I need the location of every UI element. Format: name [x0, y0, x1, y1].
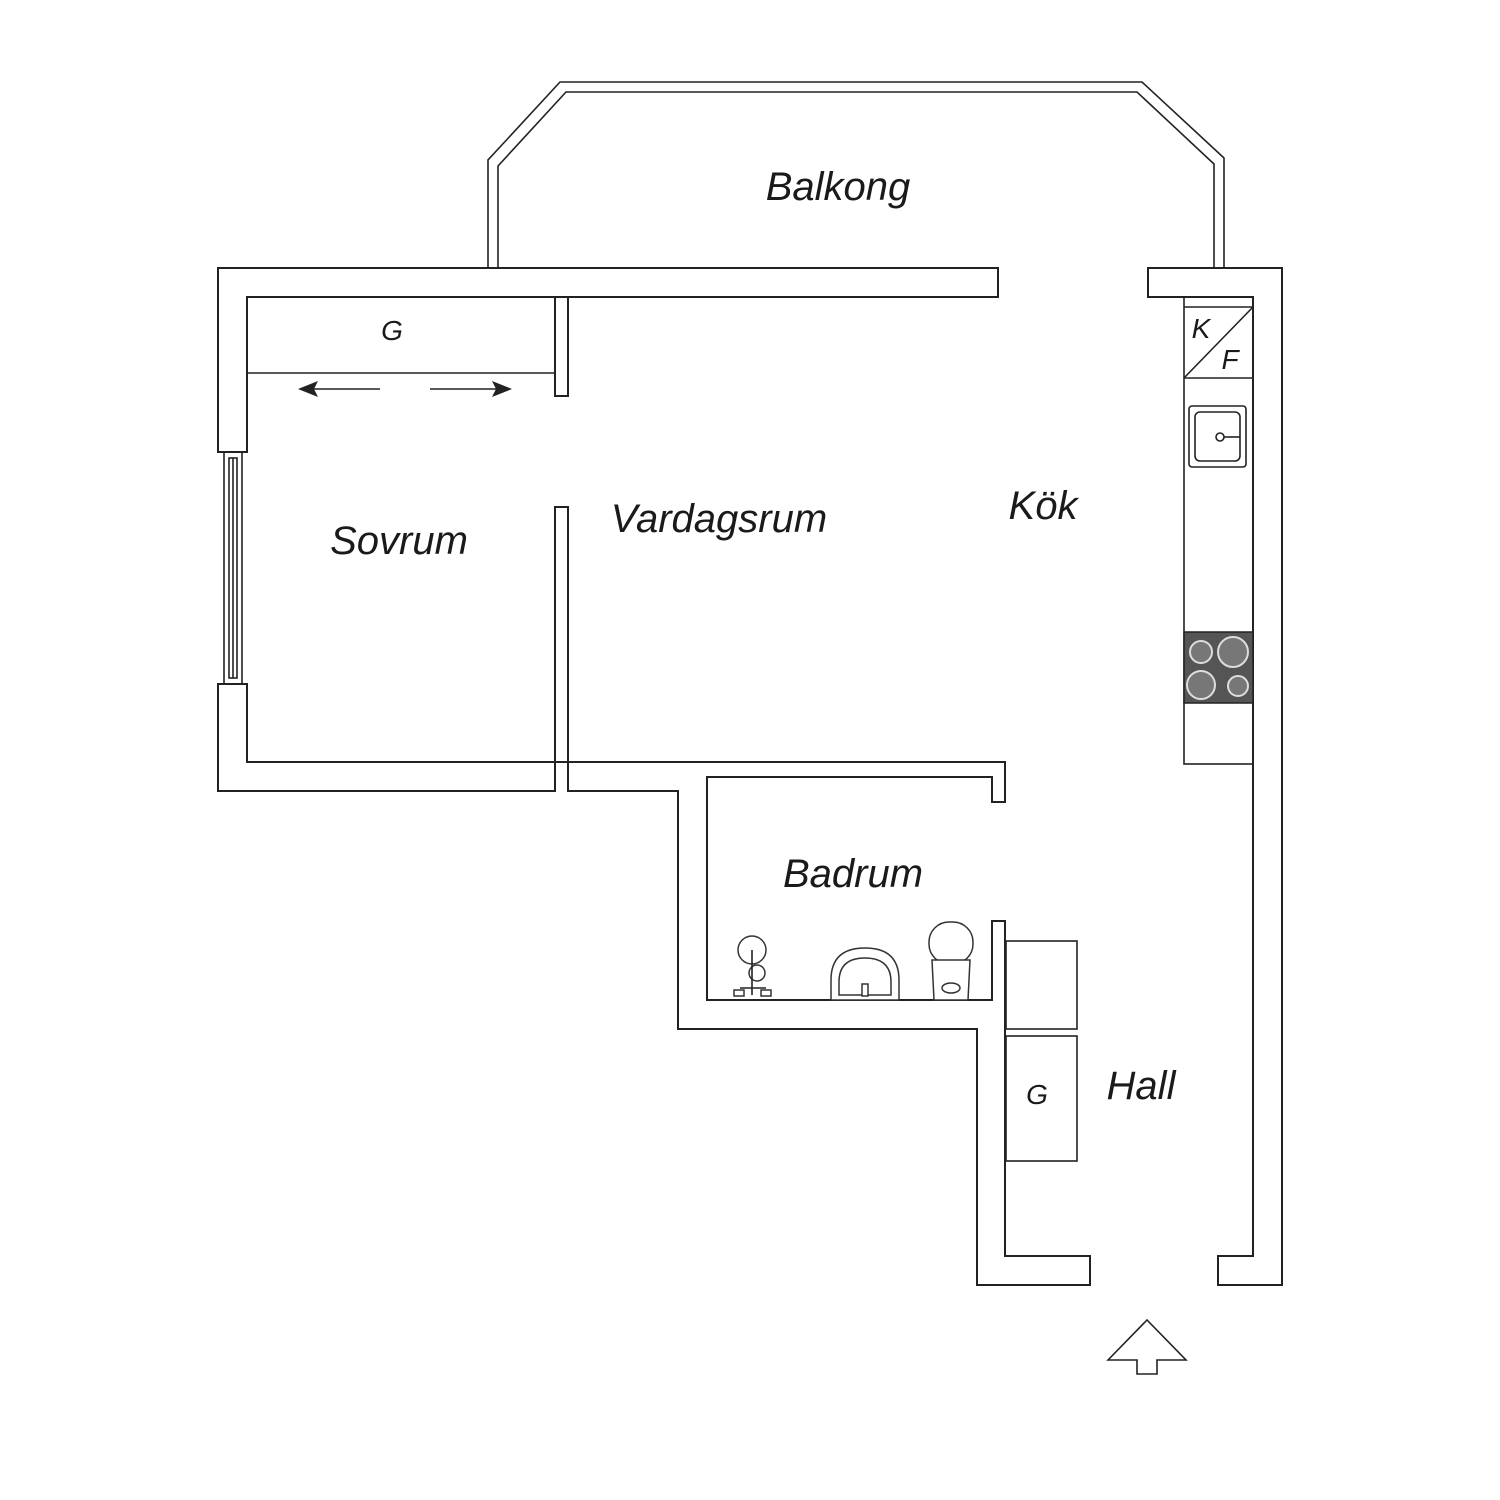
- hall-wardrobe: [1005, 1035, 1078, 1162]
- room-label-bathroom: Badrum: [783, 852, 923, 896]
- room-label-bedroom: Sovrum: [330, 519, 468, 563]
- toilet-icon: [928, 921, 974, 1001]
- room-label-living-room: Vardagsrum: [611, 497, 827, 541]
- bedroom-partition-lower: [554, 506, 569, 763]
- window: [223, 451, 243, 685]
- fridge-freezer: K F: [1183, 306, 1254, 379]
- walls: [217, 267, 1283, 1286]
- living-bottom-wall: [567, 761, 1091, 1286]
- shower-icon: [733, 935, 772, 997]
- washbasin-icon: [830, 947, 900, 1001]
- hall-wardrobe-label: G: [1026, 1079, 1048, 1110]
- bedroom-partition-upper: [554, 296, 569, 397]
- hall-storage: G: [1005, 940, 1078, 1162]
- top-wall-right: [1147, 267, 1283, 1286]
- arrow-left-head-icon: [298, 381, 318, 397]
- freezer-label: F: [1221, 344, 1240, 375]
- left-wall-lower: [217, 683, 556, 792]
- room-label-kitchen: Kök: [1009, 484, 1080, 528]
- room-label-balcony: Balkong: [766, 165, 911, 209]
- top-wall-left: [217, 267, 999, 453]
- kitchen-counter: [1183, 296, 1254, 765]
- room-label-hall: Hall: [1107, 1064, 1177, 1108]
- fridge-label: K: [1192, 313, 1212, 344]
- arrow-right-head-icon: [492, 381, 512, 397]
- balcony-railing: [487, 81, 1225, 268]
- entrance-arrow-icon: [1106, 1318, 1188, 1375]
- bedroom-wardrobe-label: G: [381, 315, 403, 346]
- stove-icon: [1183, 631, 1254, 704]
- bedroom-wardrobe: G: [247, 315, 555, 397]
- hall-cabinet: [1005, 940, 1078, 1030]
- kitchen-sink-icon: [1188, 405, 1247, 468]
